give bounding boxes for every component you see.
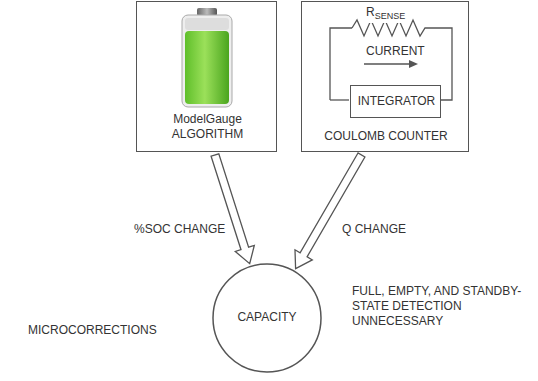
resistor-subscript: SENSE xyxy=(375,11,406,21)
edge-label: %SOC CHANGE xyxy=(134,222,225,237)
hollow-arrow xyxy=(295,153,365,269)
coulomb-counter-box: COULOMB COUNTER INTEGRATOR RSENSE CURRENT xyxy=(301,1,469,152)
resistor-label: RSENSE xyxy=(366,6,405,23)
resistor-name: R xyxy=(366,5,375,19)
current-arrowhead xyxy=(409,60,418,68)
note-label: FULL, EMPTY, AND STANDBY-STATE DETECTION… xyxy=(352,284,532,329)
node-text: CAPACITY xyxy=(212,310,322,325)
circle-shape xyxy=(213,264,321,372)
node-text: INTEGRATOR xyxy=(351,94,442,109)
node-text: ModelGauge ALGORITHM xyxy=(162,112,253,142)
note-label: MICROCORRECTIONS xyxy=(28,323,168,338)
edge-label: Q CHANGE xyxy=(342,222,406,237)
battery-icon xyxy=(182,8,232,107)
node-text: COULOMB COUNTER xyxy=(302,129,470,144)
integrator-box: INTEGRATOR xyxy=(350,85,441,118)
current-label: CURRENT xyxy=(366,44,446,59)
hollow-arrow xyxy=(211,154,254,264)
capacity-circle: CAPACITY xyxy=(212,263,322,373)
algorithm-box: ModelGauge ALGORITHM xyxy=(136,1,277,152)
coulomb-counter-wiring xyxy=(330,20,452,100)
